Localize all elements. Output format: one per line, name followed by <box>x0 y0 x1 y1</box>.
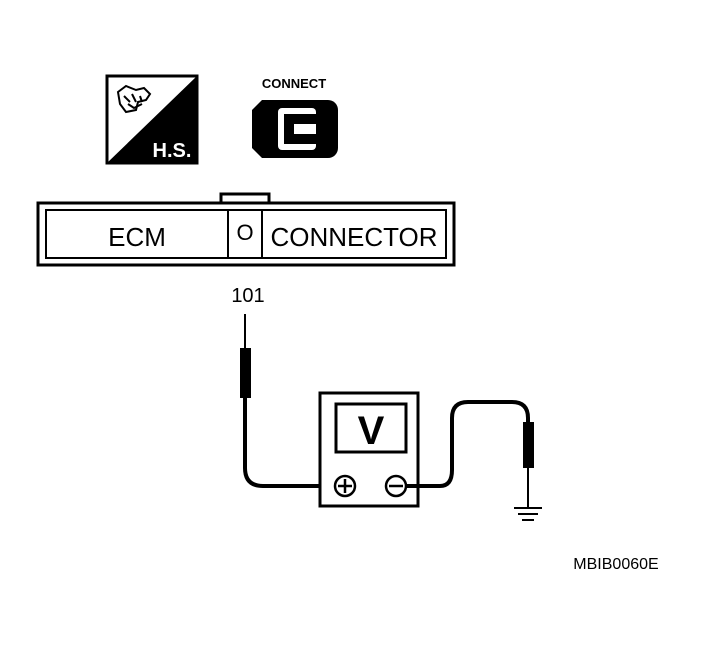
terminal-number: 101 <box>231 285 264 307</box>
hand-glyph <box>116 84 152 114</box>
hand-tool-icon: H.S. <box>105 74 199 165</box>
negative-terminal-icon <box>384 474 408 498</box>
figure-code: MBIB0060E <box>573 556 658 573</box>
connect-label: CONNECT <box>262 76 326 91</box>
terminal-symbol: O <box>236 220 253 245</box>
ground-probe <box>406 400 534 508</box>
positive-probe <box>240 314 336 488</box>
ecm-label: ECM <box>108 222 166 252</box>
positive-terminal-icon <box>333 474 357 498</box>
connector-label: CONNECTOR <box>270 222 437 252</box>
voltmeter-display: V <box>358 409 385 453</box>
voltmeter: V <box>318 391 420 508</box>
connector-connect-icon: CONNECT <box>252 76 338 158</box>
ground-symbol-icon <box>514 507 542 521</box>
ecm-connector: ECM O CONNECTOR <box>36 192 456 267</box>
hand-tool-label: H.S. <box>153 140 192 162</box>
